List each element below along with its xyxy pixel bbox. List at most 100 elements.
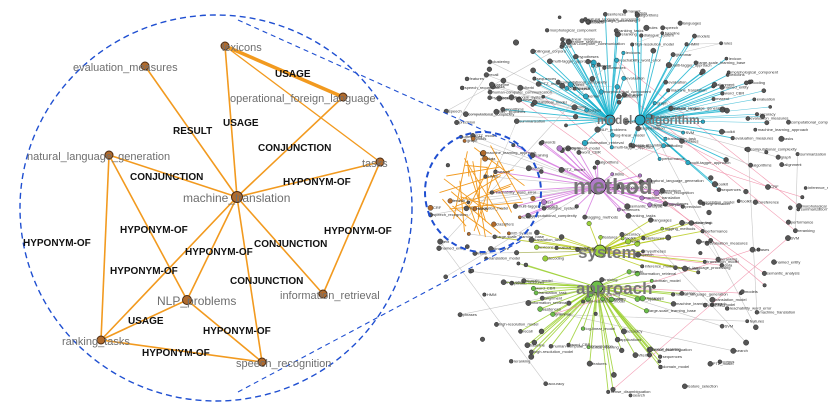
graph-node[interactable] xyxy=(775,154,781,160)
graph-node[interactable] xyxy=(768,105,773,109)
graph-node[interactable] xyxy=(492,234,497,240)
graph-node[interactable] xyxy=(541,199,547,205)
graph-node[interactable] xyxy=(748,162,753,168)
graph-node[interactable] xyxy=(709,302,715,307)
graph-node[interactable] xyxy=(753,127,758,132)
graph-node[interactable] xyxy=(573,54,579,60)
graph-node[interactable] xyxy=(621,50,626,55)
graph-node[interactable] xyxy=(611,372,617,378)
graph-node[interactable] xyxy=(613,28,619,34)
graph-node[interactable] xyxy=(665,234,672,241)
graph-node[interactable] xyxy=(688,220,694,226)
graph-node[interactable] xyxy=(645,113,652,120)
graph-node[interactable] xyxy=(720,91,725,96)
graph-node[interactable] xyxy=(641,235,646,241)
graph-node[interactable] xyxy=(600,296,605,302)
graph-node[interactable] xyxy=(599,277,605,283)
graph-node[interactable] xyxy=(531,339,537,346)
graph-node[interactable] xyxy=(765,184,771,190)
graph-node[interactable] xyxy=(464,76,470,82)
graph-node[interactable] xyxy=(658,364,663,370)
graph-node[interactable] xyxy=(454,119,460,125)
graph-node[interactable] xyxy=(516,96,522,103)
graph-node[interactable] xyxy=(641,249,645,254)
graph-node[interactable] xyxy=(679,219,685,226)
graph-node[interactable] xyxy=(681,130,685,135)
graph-node[interactable] xyxy=(649,278,654,283)
graph-node[interactable] xyxy=(743,189,749,195)
graph-node[interactable] xyxy=(535,81,542,87)
graph-node[interactable] xyxy=(621,92,628,98)
graph-node[interactable] xyxy=(726,70,731,75)
graph-node[interactable] xyxy=(661,143,667,149)
graph-node[interactable] xyxy=(583,17,588,22)
graph-node[interactable] xyxy=(582,214,588,220)
graph-node[interactable] xyxy=(711,81,718,88)
graph-node[interactable] xyxy=(564,123,568,128)
graph-node[interactable] xyxy=(486,66,493,72)
graph-node[interactable] xyxy=(630,143,636,148)
graph-node[interactable] xyxy=(711,96,716,101)
graph-node[interactable] xyxy=(749,79,754,84)
node-speech-recognition[interactable] xyxy=(257,357,267,367)
graph-node[interactable] xyxy=(466,231,471,236)
graph-node[interactable] xyxy=(482,155,488,162)
graph-node[interactable] xyxy=(571,104,578,111)
graph-node[interactable] xyxy=(730,136,735,141)
graph-node[interactable] xyxy=(525,212,531,219)
graph-node[interactable] xyxy=(616,93,622,100)
graph-node[interactable] xyxy=(525,300,532,306)
graph-node[interactable] xyxy=(716,187,722,192)
graph-node[interactable] xyxy=(541,94,546,99)
graph-node[interactable] xyxy=(609,145,614,150)
graph-node[interactable] xyxy=(610,172,615,176)
graph-node[interactable] xyxy=(572,114,579,120)
graph-node[interactable] xyxy=(670,292,676,297)
graph-node[interactable] xyxy=(643,24,650,31)
graph-node[interactable] xyxy=(586,360,593,367)
graph-node[interactable] xyxy=(538,328,545,335)
graph-node[interactable] xyxy=(724,56,729,61)
graph-node[interactable] xyxy=(756,247,761,252)
node-machine-translation[interactable] xyxy=(231,191,243,203)
graph-node[interactable] xyxy=(559,82,566,89)
graph-node[interactable] xyxy=(745,319,750,324)
graph-node[interactable] xyxy=(634,11,639,16)
graph-node[interactable] xyxy=(500,279,507,286)
graph-node[interactable] xyxy=(628,393,633,398)
graph-node[interactable] xyxy=(682,265,688,272)
graph-node[interactable] xyxy=(709,296,716,303)
graph-node[interactable] xyxy=(785,219,791,225)
graph-node[interactable] xyxy=(514,118,520,124)
graph-node[interactable] xyxy=(634,270,641,277)
graph-node[interactable] xyxy=(702,302,708,308)
graph-node[interactable] xyxy=(581,299,586,304)
graph-node[interactable] xyxy=(697,199,703,205)
graph-node[interactable] xyxy=(708,175,714,181)
graph-node[interactable] xyxy=(685,160,691,166)
graph-node[interactable] xyxy=(620,236,625,241)
graph-node[interactable] xyxy=(651,284,656,289)
graph-node[interactable] xyxy=(749,246,756,253)
graph-node[interactable] xyxy=(700,68,706,75)
graph-node[interactable] xyxy=(755,112,760,117)
graph-node[interactable] xyxy=(666,88,671,93)
graph-node[interactable] xyxy=(680,204,685,209)
graph-node[interactable] xyxy=(753,324,759,330)
graph-node[interactable] xyxy=(528,237,535,243)
graph-node[interactable] xyxy=(673,265,678,271)
graph-node[interactable] xyxy=(530,195,536,202)
graph-node[interactable] xyxy=(574,204,579,209)
graph-node[interactable] xyxy=(622,9,627,14)
graph-node[interactable] xyxy=(447,198,453,204)
graph-node[interactable] xyxy=(542,255,549,262)
graph-node[interactable] xyxy=(521,278,527,284)
graph-node[interactable] xyxy=(803,186,808,190)
graph-node[interactable] xyxy=(596,62,601,67)
graph-node[interactable] xyxy=(653,189,660,196)
graph-node[interactable] xyxy=(480,149,487,156)
graph-node[interactable] xyxy=(566,300,572,306)
graph-node[interactable] xyxy=(616,100,622,105)
graph-node[interactable] xyxy=(704,240,710,246)
graph-node[interactable] xyxy=(646,178,652,184)
